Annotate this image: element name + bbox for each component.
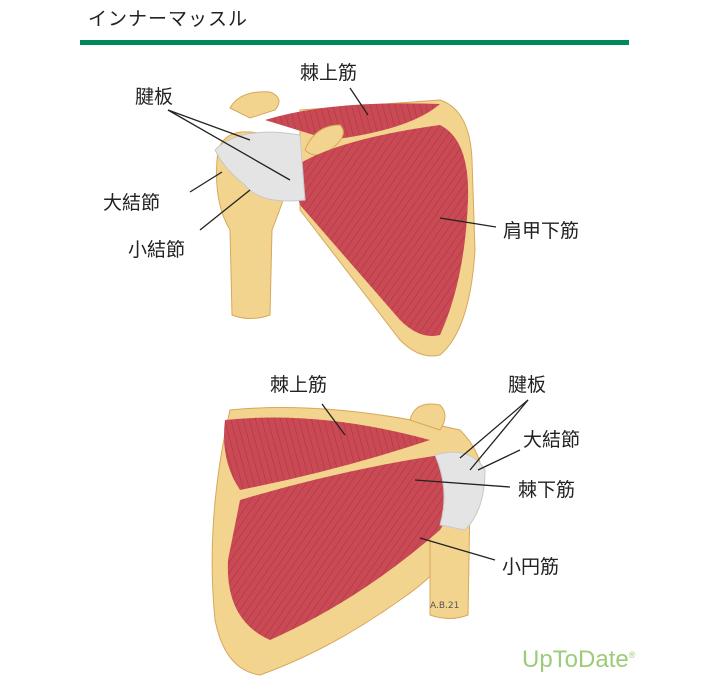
label-greater-tubercle-anterior: 大結節	[103, 192, 161, 214]
label-greater-tubercle-posterior: 大結節	[523, 429, 581, 451]
artist-signature: A.B.21	[430, 601, 459, 611]
acromion-anterior	[229, 91, 280, 119]
label-rotator-cuff-anterior: 腱板	[135, 86, 174, 108]
leader-line	[199, 189, 251, 231]
leader-line	[439, 217, 497, 228]
supraspinatus-anterior	[265, 103, 440, 140]
leader-line	[349, 87, 369, 116]
uptodate-logo: UpToDate®	[522, 646, 635, 674]
label-lesser-tubercle: 小結節	[128, 239, 186, 261]
leader-line	[167, 109, 251, 141]
logo-text: UpToDate	[522, 646, 629, 673]
leader-line	[459, 399, 529, 459]
leader-line	[167, 109, 291, 181]
rotator-cuff-tendon-posterior	[434, 451, 486, 531]
leader-line	[477, 449, 521, 471]
leader-line	[419, 537, 496, 561]
label-rotator-cuff-posterior: 腱板	[508, 374, 547, 396]
leader-line	[189, 171, 223, 193]
leader-line	[321, 403, 346, 436]
label-teres-minor: 小円筋	[502, 556, 560, 578]
label-infraspinatus: 棘下筋	[518, 479, 576, 501]
leader-line	[469, 399, 529, 471]
title-divider	[80, 40, 629, 45]
leader-line	[414, 479, 511, 488]
supraspinatus-posterior	[224, 417, 430, 490]
subscapularis	[290, 125, 469, 336]
posterior-shoulder: A.B.21	[211, 403, 486, 676]
coracoid	[304, 124, 344, 156]
page-title: インナーマッスル	[88, 8, 249, 30]
logo-registered-mark: ®	[628, 650, 636, 660]
infraspinatus	[227, 455, 450, 640]
anterior-shoulder	[214, 91, 476, 357]
leader-lines	[167, 87, 529, 561]
label-subscapularis: 肩甲下筋	[503, 220, 580, 242]
label-supraspinatus-posterior: 棘上筋	[270, 374, 328, 396]
label-supraspinatus-anterior: 棘上筋	[300, 62, 358, 84]
acromion-posterior	[409, 403, 446, 431]
